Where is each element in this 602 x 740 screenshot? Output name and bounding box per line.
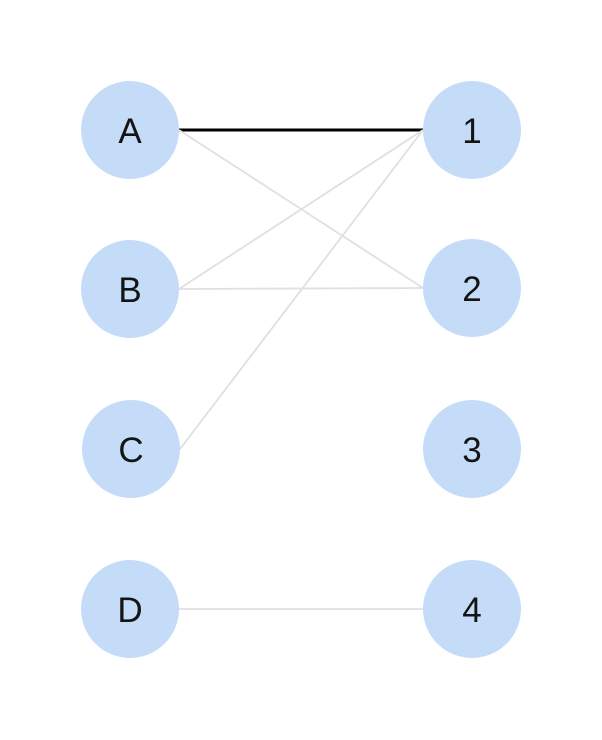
node-D-circle[interactable] xyxy=(81,560,179,658)
node-2[interactable]: 2 xyxy=(423,239,521,337)
node-2-circle[interactable] xyxy=(423,239,521,337)
node-4[interactable]: 4 xyxy=(423,560,521,658)
edge-B-1[interactable] xyxy=(178,129,424,290)
edges-layer xyxy=(178,128,424,610)
node-1-circle[interactable] xyxy=(423,81,521,179)
node-C-circle[interactable] xyxy=(82,400,180,498)
node-D[interactable]: D xyxy=(81,560,179,658)
node-A[interactable]: A xyxy=(81,81,179,179)
node-C[interactable]: C xyxy=(82,400,180,498)
node-3[interactable]: 3 xyxy=(423,400,521,498)
node-B-circle[interactable] xyxy=(81,240,179,338)
node-1[interactable]: 1 xyxy=(423,81,521,179)
node-B[interactable]: B xyxy=(81,240,179,338)
node-4-circle[interactable] xyxy=(423,560,521,658)
edge-C-1[interactable] xyxy=(179,129,424,450)
node-3-circle[interactable] xyxy=(423,400,521,498)
edge-B-2[interactable] xyxy=(178,287,424,290)
node-A-circle[interactable] xyxy=(81,81,179,179)
